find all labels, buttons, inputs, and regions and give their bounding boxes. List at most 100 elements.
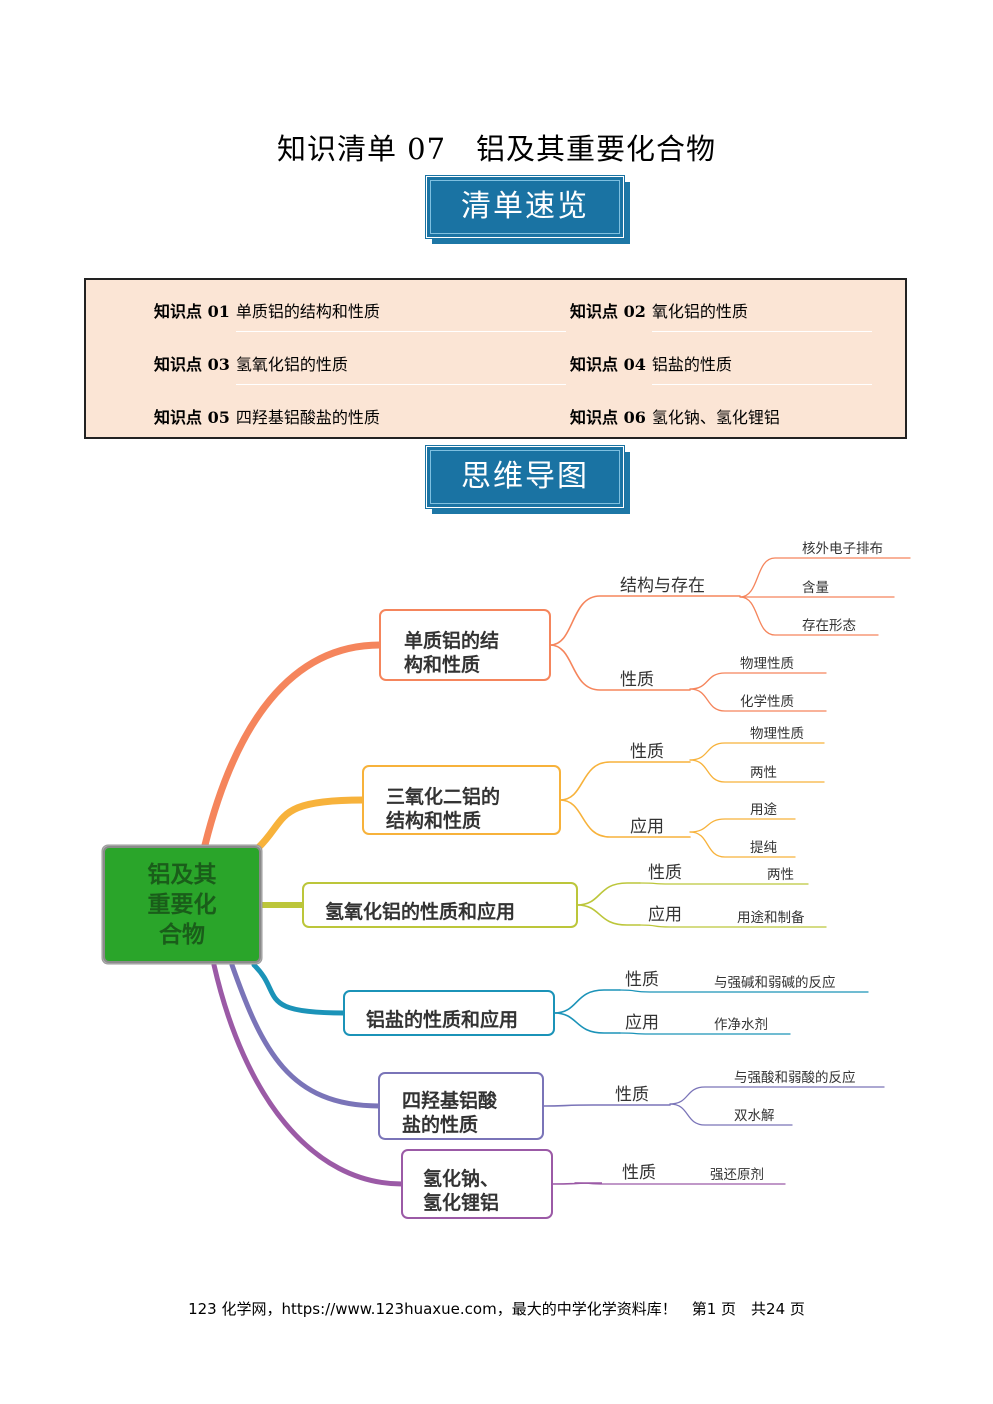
leaf-label: 化学性质	[740, 694, 794, 710]
sub-branch-label: 应用	[625, 1013, 659, 1033]
branch-label: 单质铝的结	[404, 629, 499, 652]
sub-branch-line	[549, 644, 691, 691]
sub-branch-line	[559, 799, 691, 838]
sub-branch-label: 应用	[648, 905, 682, 925]
sub-branch-line	[553, 989, 621, 1014]
leaf-label: 两性	[767, 867, 794, 883]
leaf-label: 两性	[750, 765, 777, 781]
leaf-line	[639, 882, 809, 885]
leaf-line	[689, 818, 796, 833]
overview-banner-label: 清单速览	[461, 189, 589, 224]
sub-branch-line	[559, 761, 691, 801]
toc-item-01[interactable]: 知识点 01 单质铝的结构和性质	[154, 298, 380, 322]
leaf-label: 用途	[750, 801, 778, 818]
banner-face: 清单速览	[426, 176, 624, 238]
toc-item-text: 氢氧化铝的性质	[235, 355, 348, 374]
toc-item-key: 知识点 05	[154, 408, 230, 427]
branch-label: 构和性质	[404, 653, 480, 676]
sub-branch-label: 性质	[615, 1085, 649, 1105]
sub-branch-line	[542, 1104, 671, 1107]
toc-divider	[236, 384, 566, 385]
sub-branch-line	[549, 595, 741, 646]
sub-branch-line	[553, 1012, 621, 1034]
toc-item-text: 单质铝的结构和性质	[235, 302, 380, 321]
toc-item-04[interactable]: 知识点 04 铝盐的性质	[570, 351, 732, 375]
leaf-line	[689, 672, 827, 690]
leaf-label: 与强碱和弱碱的反应	[714, 974, 836, 991]
main-branch-line	[211, 962, 405, 1187]
toc-row: 知识点 05 四羟基铝酸盐的性质 知识点 06 氢化钠、氢化锂铝	[86, 386, 905, 438]
toc-divider	[652, 331, 872, 332]
leaf-label: 物理性质	[740, 656, 794, 672]
sub-branch-label: 性质	[620, 670, 654, 690]
sub-branch-label: 性质	[622, 1163, 656, 1183]
toc-item-02[interactable]: 知识点 02 氧化铝的性质	[570, 298, 748, 322]
toc-item-key: 知识点 04	[570, 355, 646, 374]
toc-divider	[236, 331, 566, 332]
toc-item-05[interactable]: 知识点 05 四羟基铝酸盐的性质	[154, 404, 380, 428]
banner-inner-border	[430, 450, 620, 504]
leaf-line	[689, 742, 825, 761]
branch-label: 盐的性质	[402, 1113, 478, 1136]
root-label: 重要化	[148, 891, 217, 918]
sub-branch-label: 结构与存在	[620, 576, 705, 596]
toc-item-text: 氢化钠、氢化锂铝	[651, 408, 780, 427]
leaf-line	[619, 1032, 791, 1035]
toc-item-text: 铝盐的性质	[651, 355, 732, 374]
sub-branch-label: 性质	[630, 742, 664, 762]
branch-label: 铝盐的性质和应用	[366, 1008, 518, 1031]
leaf-line	[689, 688, 827, 712]
sub-branch-line	[576, 882, 641, 906]
leaf-label: 作净水剂	[714, 1017, 768, 1033]
sub-branch-label: 应用	[630, 817, 664, 837]
leaf-line	[619, 989, 869, 993]
leaf-line	[669, 1086, 885, 1105]
page-footer: 123 化学网，https://www.123huaxue.com，最大的中学化…	[188, 1300, 805, 1318]
document-title: 知识清单 07 铝及其重要化合物	[276, 132, 717, 166]
root-label: 铝及其	[148, 862, 217, 888]
toc-item-key: 知识点 02	[570, 302, 646, 321]
mind-map: 单质铝的结构和性质结构与存在核外电子排布含量存在形态性质物理性质化学性质三氧化二…	[101, 541, 911, 1219]
leaf-label: 核外电子排布	[802, 541, 883, 557]
leaf-label: 提纯	[750, 840, 778, 856]
branch-label: 结构和性质	[386, 809, 481, 832]
branch-label: 四羟基铝酸	[402, 1089, 498, 1112]
sub-branch-line	[576, 904, 641, 926]
main-branch-line	[201, 641, 384, 849]
banner-inner-border	[430, 180, 620, 234]
leaf-line	[739, 557, 911, 598]
main-branch-line	[229, 962, 382, 1109]
toc-item-key: 知识点 01	[154, 302, 230, 321]
toc-row: 知识点 01 单质铝的结构和性质 知识点 02 氧化铝的性质	[86, 280, 905, 332]
leaf-label: 双水解	[734, 1108, 775, 1124]
main-branch-line	[251, 962, 347, 1016]
leaf-line	[669, 1103, 793, 1126]
leaf-label: 存在形态	[802, 618, 856, 634]
leaf-line	[574, 1182, 786, 1185]
toc-row: 知识点 03 氢氧化铝的性质 知识点 04 铝盐的性质	[86, 333, 905, 385]
leaf-line	[739, 596, 879, 636]
toc-item-key: 知识点 03	[154, 355, 230, 374]
branch-label: 氢氧化铝的性质和应用	[325, 900, 515, 923]
mindmap-banner-label: 思维导图	[461, 459, 589, 494]
toc-divider	[652, 384, 872, 385]
mindmap-banner: 思维导图	[426, 446, 630, 514]
toc-item-03[interactable]: 知识点 03 氢氧化铝的性质	[154, 351, 348, 375]
toc-item-key: 知识点 06	[570, 408, 646, 427]
leaf-line	[639, 924, 827, 928]
leaf-line	[689, 759, 825, 783]
toc-item-06[interactable]: 知识点 06 氢化钠、氢化锂铝	[570, 404, 780, 428]
overview-banner: 清单速览	[426, 176, 630, 244]
leaf-label: 含量	[802, 580, 829, 596]
sub-branch-label: 性质	[625, 970, 659, 990]
toc-item-text: 氧化铝的性质	[651, 302, 748, 321]
branch-label: 氢化钠、	[423, 1167, 499, 1190]
toc-item-text: 四羟基铝酸盐的性质	[235, 408, 380, 427]
root-label: 合物	[159, 921, 205, 948]
leaf-label: 与强酸和弱酸的反应	[734, 1069, 856, 1086]
root-node	[103, 846, 261, 963]
leaf-label: 强还原剂	[710, 1167, 764, 1183]
toc-table: 知识点 01 单质铝的结构和性质 知识点 02 氧化铝的性质 知识点 03 氢氧化铝的…	[84, 278, 907, 439]
banner-face: 思维导图	[426, 446, 624, 508]
leaf-label: 用途和制备	[737, 909, 805, 926]
